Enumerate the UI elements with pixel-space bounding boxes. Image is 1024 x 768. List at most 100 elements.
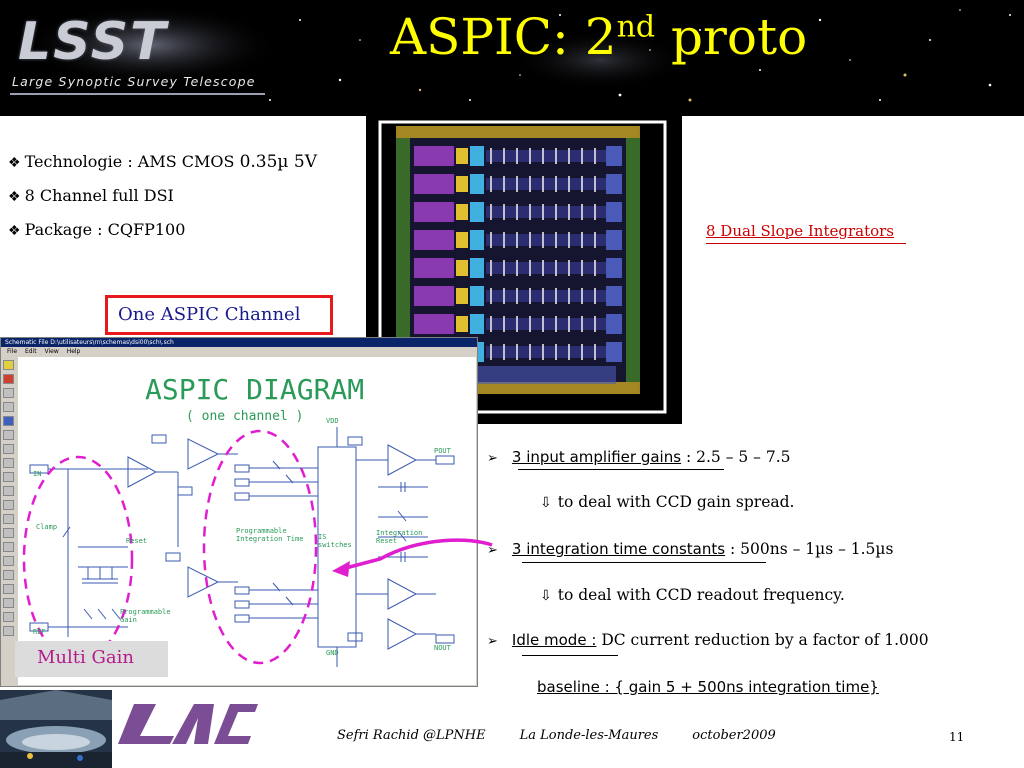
spec-technology-value: 0.35µ 5V xyxy=(239,152,317,172)
gains-value: : 2.5 – 5 – 7.5 xyxy=(681,448,791,466)
tool-ellipse-icon[interactable] xyxy=(3,500,14,510)
dome-photo xyxy=(0,690,112,768)
tool-net-icon[interactable] xyxy=(3,430,14,440)
label-gnd: GND xyxy=(326,649,339,657)
tool-polyline-icon[interactable] xyxy=(3,528,14,538)
label-is-switches: IS switches xyxy=(318,533,352,549)
pointing-arrow-icon: ⇩ xyxy=(540,588,552,604)
tool-stop-icon[interactable] xyxy=(3,374,14,384)
tool-mirror-icon[interactable] xyxy=(3,584,14,594)
label-reset: Reset xyxy=(126,537,148,545)
footer-place: La Londe-les-Maures xyxy=(519,728,659,743)
title-end: proto xyxy=(655,8,808,66)
bullet-gains: ➢ 3 input amplifier gains : 2.5 – 5 – 7.5 xyxy=(487,448,791,466)
spec-channels-label: 8 Channel full DSI xyxy=(24,186,174,205)
spec-bullet-technology: ❖Technologie : AMS CMOS 0.35µ 5V xyxy=(8,152,317,172)
dsi-annotation: 8 Dual Slope Integrators xyxy=(706,222,894,240)
channel-callout-label: One ASPIC Channel xyxy=(118,304,301,325)
diamond-bullet-icon: ❖ xyxy=(8,155,21,171)
label-vdd: VDD xyxy=(326,417,339,425)
spec-technology-label: Technologie : AMS CMOS xyxy=(24,152,240,171)
dsi-underline xyxy=(706,243,906,244)
schematic-window: Schematic File D:\utilisateurs\rn\schema… xyxy=(0,337,478,687)
arrowhead-bullet-icon: ➢ xyxy=(487,634,498,649)
menu-help[interactable]: Help xyxy=(66,348,81,355)
tool-arc-icon[interactable] xyxy=(3,514,14,524)
time-value: : 500ns – 1µs – 1.5µs xyxy=(725,540,894,558)
diagram-subtitle: ( one channel ) xyxy=(186,409,304,424)
menu-file[interactable]: File xyxy=(7,348,18,355)
lal-logo xyxy=(118,704,258,744)
idle-underline xyxy=(522,655,618,656)
schematic-circuit xyxy=(22,427,455,667)
menu-view[interactable]: View xyxy=(44,348,59,355)
gains-note: ⇩ to deal with CCD gain spread. xyxy=(540,493,794,511)
footer-text: Sefri Rachid @LPNHE La Londe-les-Maures oc… xyxy=(337,728,810,743)
idle-label: Idle mode : xyxy=(511,631,597,649)
schematic-window-titlebar[interactable]: Schematic File D:\utilisateurs\rn\schema… xyxy=(1,338,477,347)
tool-zoom-icon[interactable] xyxy=(3,542,14,552)
magenta-arrow xyxy=(332,538,493,577)
baseline-text: baseline : { gain 5 + 500ns integration … xyxy=(537,678,879,696)
gains-underline xyxy=(518,469,724,470)
tool-part-icon[interactable] xyxy=(3,402,14,412)
starfield-background xyxy=(20,5,1011,102)
tool-wire-icon[interactable] xyxy=(3,388,14,398)
time-note-text: to deal with CCD readout frequency. xyxy=(557,586,845,604)
tool-text-icon[interactable] xyxy=(3,458,14,468)
page-title: ASPIC: 2nd proto xyxy=(390,8,807,66)
diamond-bullet-icon: ❖ xyxy=(8,223,21,239)
arrowhead-bullet-icon: ➢ xyxy=(487,543,498,558)
spec-package-label: Package : CQFP100 xyxy=(24,220,186,239)
header-band: LSST Large Synoptic Survey Telescope ASP… xyxy=(0,0,1024,116)
menu-edit[interactable]: Edit xyxy=(24,348,37,355)
port-ref-in: REF xyxy=(33,628,46,636)
footer-author: Sefri Rachid @LPNHE xyxy=(337,728,486,743)
tool-rect-icon[interactable] xyxy=(3,486,14,496)
page-number: 11 xyxy=(949,730,965,744)
gains-label: 3 input amplifier gains xyxy=(511,448,682,466)
logo-divider xyxy=(10,93,265,95)
tool-props-icon[interactable] xyxy=(3,612,14,622)
multi-gain-callout: Multi Gain xyxy=(15,641,168,677)
lsst-logo: LSST xyxy=(18,12,168,72)
title-main: ASPIC: 2 xyxy=(390,8,617,66)
bullet-integration-time: ➢ 3 integration time constants : 500ns – … xyxy=(487,540,893,558)
schematic-menubar: File Edit View Help xyxy=(1,347,477,356)
label-clamp: Clamp xyxy=(36,523,58,531)
dome-photo-drawing xyxy=(0,690,112,768)
spec-bullet-package: ❖Package : CQFP100 xyxy=(8,220,185,239)
tool-port-icon[interactable] xyxy=(3,444,14,454)
label-programmable-gain: Programmable Gain xyxy=(120,608,171,624)
schematic-canvas[interactable]: ASPIC DIAGRAM ( one channel ) xyxy=(18,357,476,685)
label-integration-reset: Integration Reset xyxy=(376,529,423,545)
tool-grid-icon[interactable] xyxy=(3,626,14,636)
tool-select-icon[interactable] xyxy=(3,360,14,370)
time-label: 3 integration time constants xyxy=(511,540,726,558)
multi-gain-label: Multi Gain xyxy=(37,647,134,668)
channel-callout-box: One ASPIC Channel xyxy=(105,295,333,335)
gains-note-text: to deal with CCD gain spread. xyxy=(557,493,795,511)
logo-subtitle: Large Synoptic Survey Telescope xyxy=(12,74,256,89)
label-programmable-integration-time: Programmable Integration Time xyxy=(236,527,304,543)
port-in: IN xyxy=(33,470,42,478)
diamond-bullet-icon: ❖ xyxy=(8,189,21,205)
time-note: ⇩ to deal with CCD readout frequency. xyxy=(540,586,845,604)
tool-rotate-icon[interactable] xyxy=(3,570,14,580)
baseline-line: baseline : { gain 5 + 500ns integration … xyxy=(537,678,879,696)
footer-date: october2009 xyxy=(692,728,776,743)
bullet-idle-mode: ➢ Idle mode : DC current reduction by a f… xyxy=(487,631,929,649)
arrowhead-bullet-icon: ➢ xyxy=(487,451,498,466)
idle-value: DC current reduction by a factor of 1.00… xyxy=(596,631,929,649)
pointing-arrow-icon: ⇩ xyxy=(540,495,552,511)
tool-line-icon[interactable] xyxy=(3,472,14,482)
tool-bus-icon[interactable] xyxy=(3,416,14,426)
schematic-toolbar xyxy=(2,358,16,683)
port-nout: NOUT xyxy=(434,644,451,652)
spec-bullet-channels: ❖8 Channel full DSI xyxy=(8,186,174,205)
tool-pan-icon[interactable] xyxy=(3,556,14,566)
tool-delete-icon[interactable] xyxy=(3,598,14,608)
title-superscript: nd xyxy=(616,9,656,45)
diagram-title: ASPIC DIAGRAM xyxy=(145,373,365,406)
